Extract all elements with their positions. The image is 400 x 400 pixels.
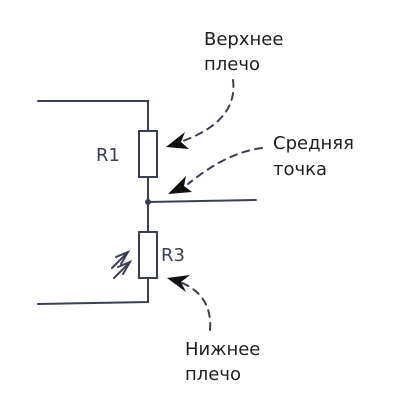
midpoint-arrowhead	[168, 176, 192, 194]
upper-arm-label-line-1: Верхнее	[204, 29, 283, 50]
resistor-r3	[138, 231, 158, 279]
upper-arm-arrowhead	[166, 132, 189, 149]
output-wire	[147, 199, 257, 203]
r3-label: R3	[161, 245, 185, 266]
midpoint-node	[145, 199, 151, 205]
bottom-wire	[37, 277, 149, 305]
upper-arm-callout-line	[179, 79, 235, 143]
lower-arm-label-line-2: плечо	[185, 364, 241, 385]
resistor-r1	[138, 130, 158, 178]
r1-label: R1	[96, 145, 120, 166]
midpoint-callout-line	[187, 147, 263, 185]
lower-arm-arrowhead	[167, 275, 190, 292]
lower-arm-label-line-1: Нижнее	[185, 339, 260, 360]
lower-arm-callout-line	[179, 281, 212, 331]
upper-arm-label-line-2: плечо	[204, 54, 260, 75]
light-arrows-icon	[111, 249, 133, 279]
midpoint-label-line-2: точка	[273, 159, 327, 180]
midpoint-label-line-1: Средняя	[273, 133, 354, 154]
top-wire	[37, 100, 149, 132]
